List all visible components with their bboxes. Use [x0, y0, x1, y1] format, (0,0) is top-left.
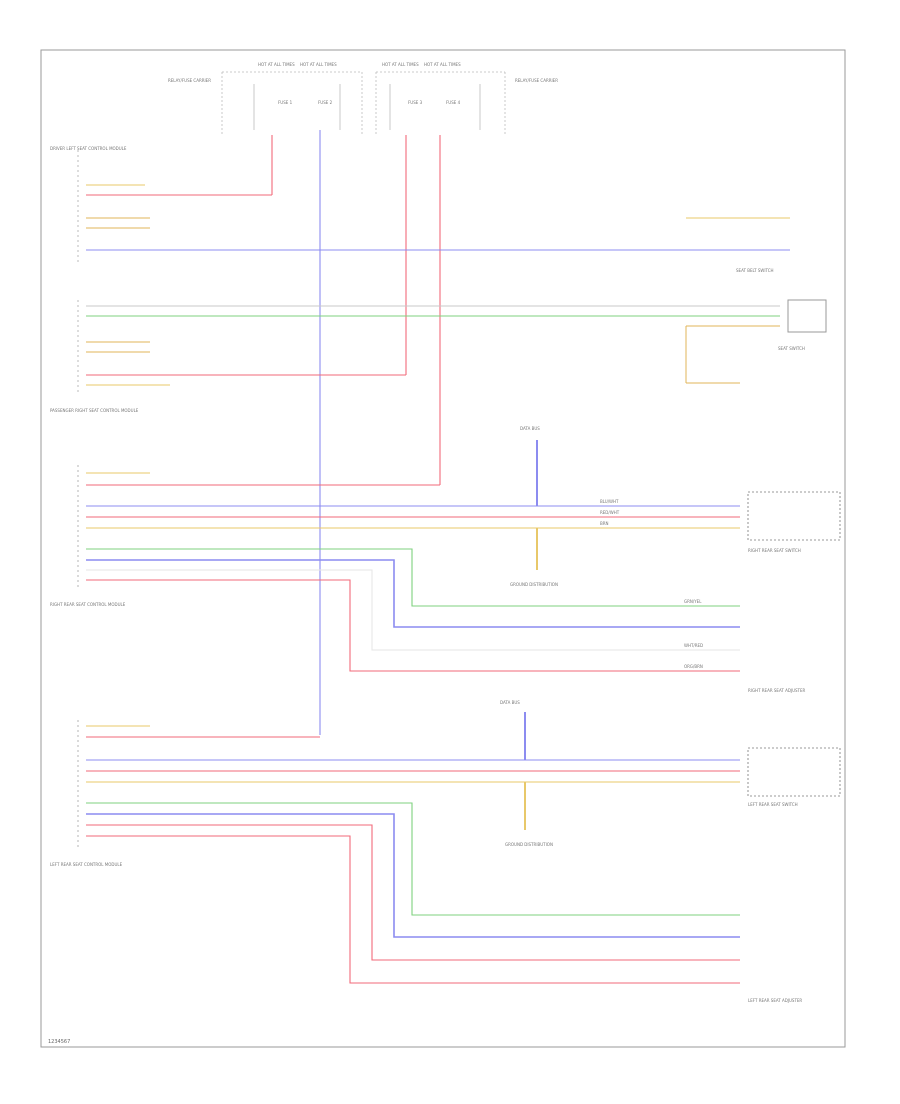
data-bus-label-2: DATA BUS [500, 700, 520, 705]
passenger-module-label: PASSENGER RIGHT SEAT CONTROL MODULE [50, 408, 139, 413]
driver-module-label: DRIVER LEFT SEAT CONTROL MODULE [50, 146, 127, 151]
passenger-module-section [77, 299, 827, 395]
left-rear-adjuster-label: LEFT REAR SEAT ADJUSTER [748, 998, 802, 1003]
right-rear-adjuster-label: RIGHT REAR SEAT ADJUSTER [748, 688, 806, 693]
wire-label-red-wht: RED/WHT [600, 510, 620, 515]
fuse-feed-wires [271, 130, 441, 735]
driver-module-section [77, 150, 790, 265]
right-fuse-side-label: RELAY/FUSE CARRIER [515, 78, 558, 83]
right-fuse-panel [375, 71, 506, 135]
left-fuse-panel [221, 71, 363, 135]
left-rear-seat-switch-label: LEFT REAR SEAT SWITCH [748, 802, 798, 807]
left-fuse-side-label: RELAY/FUSE CARRIER [168, 78, 211, 83]
rear-switch-label: SEAT SWITCH [778, 346, 805, 351]
ground-distribution-label-2: GROUND DISTRIBUTION [505, 842, 553, 847]
right-fuse-4: FUSE 4 [446, 100, 461, 105]
right-rear-seat-switch-label: RIGHT REAR SEAT SWITCH [748, 548, 801, 553]
data-bus-label-1: DATA BUS [520, 426, 540, 431]
wire-label-blu-wht: BLU/WHT [600, 499, 619, 504]
ground-distribution-label-1: GROUND DISTRIBUTION [510, 582, 558, 587]
wire-label-org-brn: ORG/BRN [684, 664, 703, 669]
left-fuse-top-label-2: HOT AT ALL TIMES [300, 62, 337, 67]
right-fuse-3: FUSE 3 [408, 100, 423, 105]
left-rear-module-label: LEFT REAR SEAT CONTROL MODULE [50, 862, 123, 867]
right-fuse-top-label-1: HOT AT ALL TIMES [382, 62, 419, 67]
diagram-frame [40, 49, 846, 1048]
left-fuse-top-label-1: HOT AT ALL TIMES [258, 62, 295, 67]
wire-label-grn-yel: GRN/YEL [684, 599, 702, 604]
seat-belt-switch-label: SEAT BELT SWITCH [736, 268, 774, 273]
left-fuse-1: FUSE 1 [278, 100, 293, 105]
wire-label-brn: BRN [600, 521, 609, 526]
footer-code: 1234567 [48, 1039, 70, 1045]
left-rear-module-section [77, 712, 841, 984]
wire-label-wht-red: WHT/RED [684, 643, 703, 648]
right-rear-module-section [77, 440, 841, 672]
right-rear-module-label: RIGHT REAR SEAT CONTROL MODULE [50, 602, 126, 607]
right-fuse-top-label-2: HOT AT ALL TIMES [424, 62, 461, 67]
left-fuse-2: FUSE 2 [318, 100, 333, 105]
